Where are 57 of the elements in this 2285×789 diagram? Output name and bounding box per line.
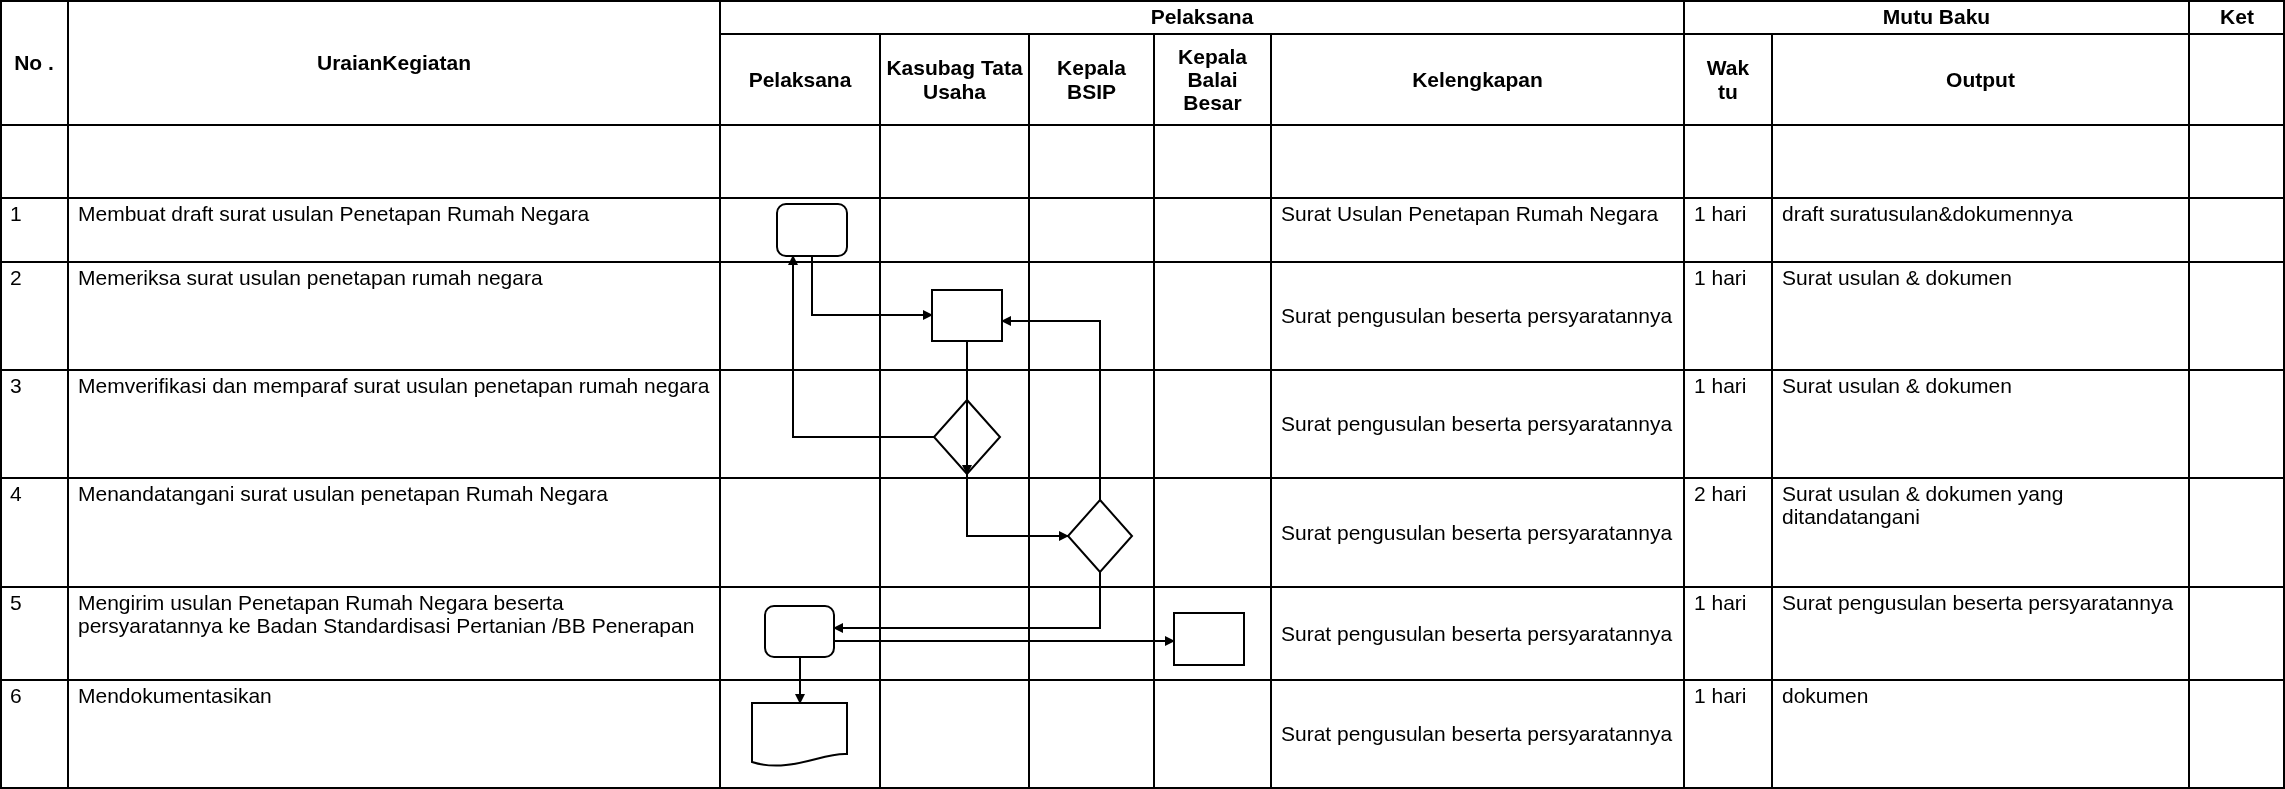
column-header: Pelaksana xyxy=(748,67,852,92)
duration-text: 1 hari xyxy=(1694,202,1747,227)
duration-text: 1 hari xyxy=(1694,374,1747,399)
activity-text: Mengirim usulan Penetapan Rumah Negara beserta persyaratannya ke Badan Standardisasi Pertanian /BB Penerapan xyxy=(78,591,696,640)
row-number: 6 xyxy=(10,684,22,709)
column-header: Ket xyxy=(2220,5,2254,29)
activity-text: Mendokumentasikan xyxy=(78,684,272,709)
row-number: 2 xyxy=(10,266,22,291)
arrow xyxy=(833,571,1101,633)
requirement-text: Surat Usulan Penetapan Rumah Negara xyxy=(1281,202,1659,227)
terminator-shape xyxy=(764,605,835,658)
decision-diamond xyxy=(932,398,1002,476)
output-text: Surat usulan & dokumen yang ditandatangani xyxy=(1782,482,2065,531)
requirement-text: Surat pengusulan beserta persyaratannya xyxy=(1281,520,1673,545)
duration-text: 1 hari xyxy=(1694,684,1747,709)
arrow xyxy=(1001,316,1101,501)
process-box xyxy=(1173,612,1245,666)
activity-text: Menandatangani surat usulan penetapan Rumah Negara xyxy=(78,482,609,507)
column-header: Mutu Baku xyxy=(1882,5,1991,29)
requirement-text: Surat pengusulan beserta persyaratannya xyxy=(1281,621,1673,646)
column-header: Wak tu xyxy=(1705,56,1751,103)
row-number: 4 xyxy=(10,482,22,507)
column-header: Kepala Balai Besar xyxy=(1177,44,1248,115)
output-text: draft suratusulan&dokumennya xyxy=(1782,202,2073,227)
activity-text: Memeriksa surat usulan penetapan rumah negara xyxy=(78,266,543,291)
requirement-text: Surat pengusulan beserta persyaratannya xyxy=(1281,722,1673,746)
column-header: Kasubag Tata Usaha xyxy=(885,56,1024,103)
arrow xyxy=(795,656,805,704)
duration-text: 1 hari xyxy=(1694,591,1747,616)
column-header: Kelengkapan xyxy=(1412,67,1543,92)
requirement-text: Surat pengusulan beserta persyaratannya xyxy=(1281,304,1673,328)
column-header: Kepala BSIP xyxy=(1056,56,1127,103)
column-header: Pelaksana xyxy=(1150,5,1254,29)
output-text: Surat usulan & dokumen xyxy=(1782,266,2012,291)
row-number: 5 xyxy=(10,591,22,616)
requirement-text: Surat pengusulan beserta persyaratannya xyxy=(1281,412,1673,436)
column-header: UraianKegiatan xyxy=(316,50,471,75)
output-text: Surat pengusulan beserta persyaratannya xyxy=(1782,591,2174,616)
terminator-shape xyxy=(776,203,848,257)
arrow xyxy=(833,636,1175,646)
arrow xyxy=(962,340,972,475)
row-number: 1 xyxy=(10,202,22,227)
activity-text: Memverifikasi dan memparaf surat usulan penetapan rumah negara xyxy=(78,374,710,399)
activity-text: Membuat draft surat usulan Penetapan Rumah Negara xyxy=(78,202,590,227)
column-header: No . xyxy=(14,50,54,75)
output-text: Surat usulan & dokumen xyxy=(1782,374,2012,399)
row-number: 3 xyxy=(10,374,22,399)
column-header: Output xyxy=(1946,67,2015,92)
process-box xyxy=(931,289,1003,342)
duration-text: 2 hari xyxy=(1694,482,1747,507)
arrow xyxy=(788,255,935,438)
output-text: dokumen xyxy=(1782,684,1869,709)
arrow xyxy=(811,255,933,320)
arrow xyxy=(966,473,1069,541)
duration-text: 1 hari xyxy=(1694,266,1747,291)
document-shape xyxy=(751,702,848,767)
decision-diamond xyxy=(1066,498,1134,574)
